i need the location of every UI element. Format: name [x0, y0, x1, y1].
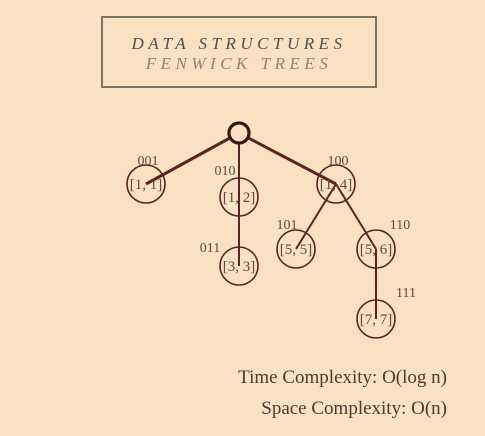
node-index: 010 — [215, 164, 236, 179]
node-circle — [356, 299, 396, 339]
node-range: [5, 6] — [360, 242, 393, 258]
node-index: 001 — [138, 154, 159, 169]
title-line-1: DATA STRUCTURES — [131, 34, 347, 53]
node-circle — [126, 164, 166, 204]
node-index: 011 — [200, 241, 220, 256]
tree-node-n1: [1, 1] 001 — [126, 154, 166, 204]
tree-node-n6: [5, 6] 110 — [356, 218, 410, 269]
node-circle — [219, 246, 259, 286]
edge-n4-n6 — [335, 183, 377, 250]
title-line-2: FENWICK TREES — [145, 54, 333, 73]
node-range: [3, 3] — [223, 259, 256, 275]
node-circle — [356, 229, 396, 269]
node-index: 101 — [277, 218, 298, 233]
node-range: [1, 4] — [320, 177, 353, 193]
tree-node-n4: [1, 4] 100 — [316, 154, 356, 204]
tree-node-n5: [5, 5] 101 — [276, 218, 316, 269]
node-index: 100 — [328, 154, 349, 169]
node-circle — [219, 177, 259, 217]
tree-node-n7: [7, 7] 111 — [356, 286, 416, 339]
title-box: DATA STRUCTURES FENWICK TREES — [101, 16, 377, 88]
edge-n4-n5 — [295, 183, 337, 250]
node-range: [1, 1] — [130, 177, 163, 193]
time-complexity: Time Complexity: O(log n) — [238, 367, 447, 388]
node-index: 111 — [396, 286, 416, 301]
node-range: [1, 2] — [223, 190, 256, 206]
node-circle — [276, 229, 316, 269]
root-node — [227, 121, 251, 145]
edge-root-n1 — [145, 131, 240, 186]
node-index: 110 — [390, 218, 410, 233]
node-range: [7, 7] — [360, 312, 393, 328]
node-range: [5, 5] — [280, 242, 313, 258]
space-complexity: Space Complexity: O(n) — [261, 398, 447, 419]
tree-node-n2: [1, 2] 010 — [215, 164, 259, 217]
node-circle — [316, 164, 356, 204]
tree-node-n3: [3, 3] 011 — [200, 241, 259, 286]
